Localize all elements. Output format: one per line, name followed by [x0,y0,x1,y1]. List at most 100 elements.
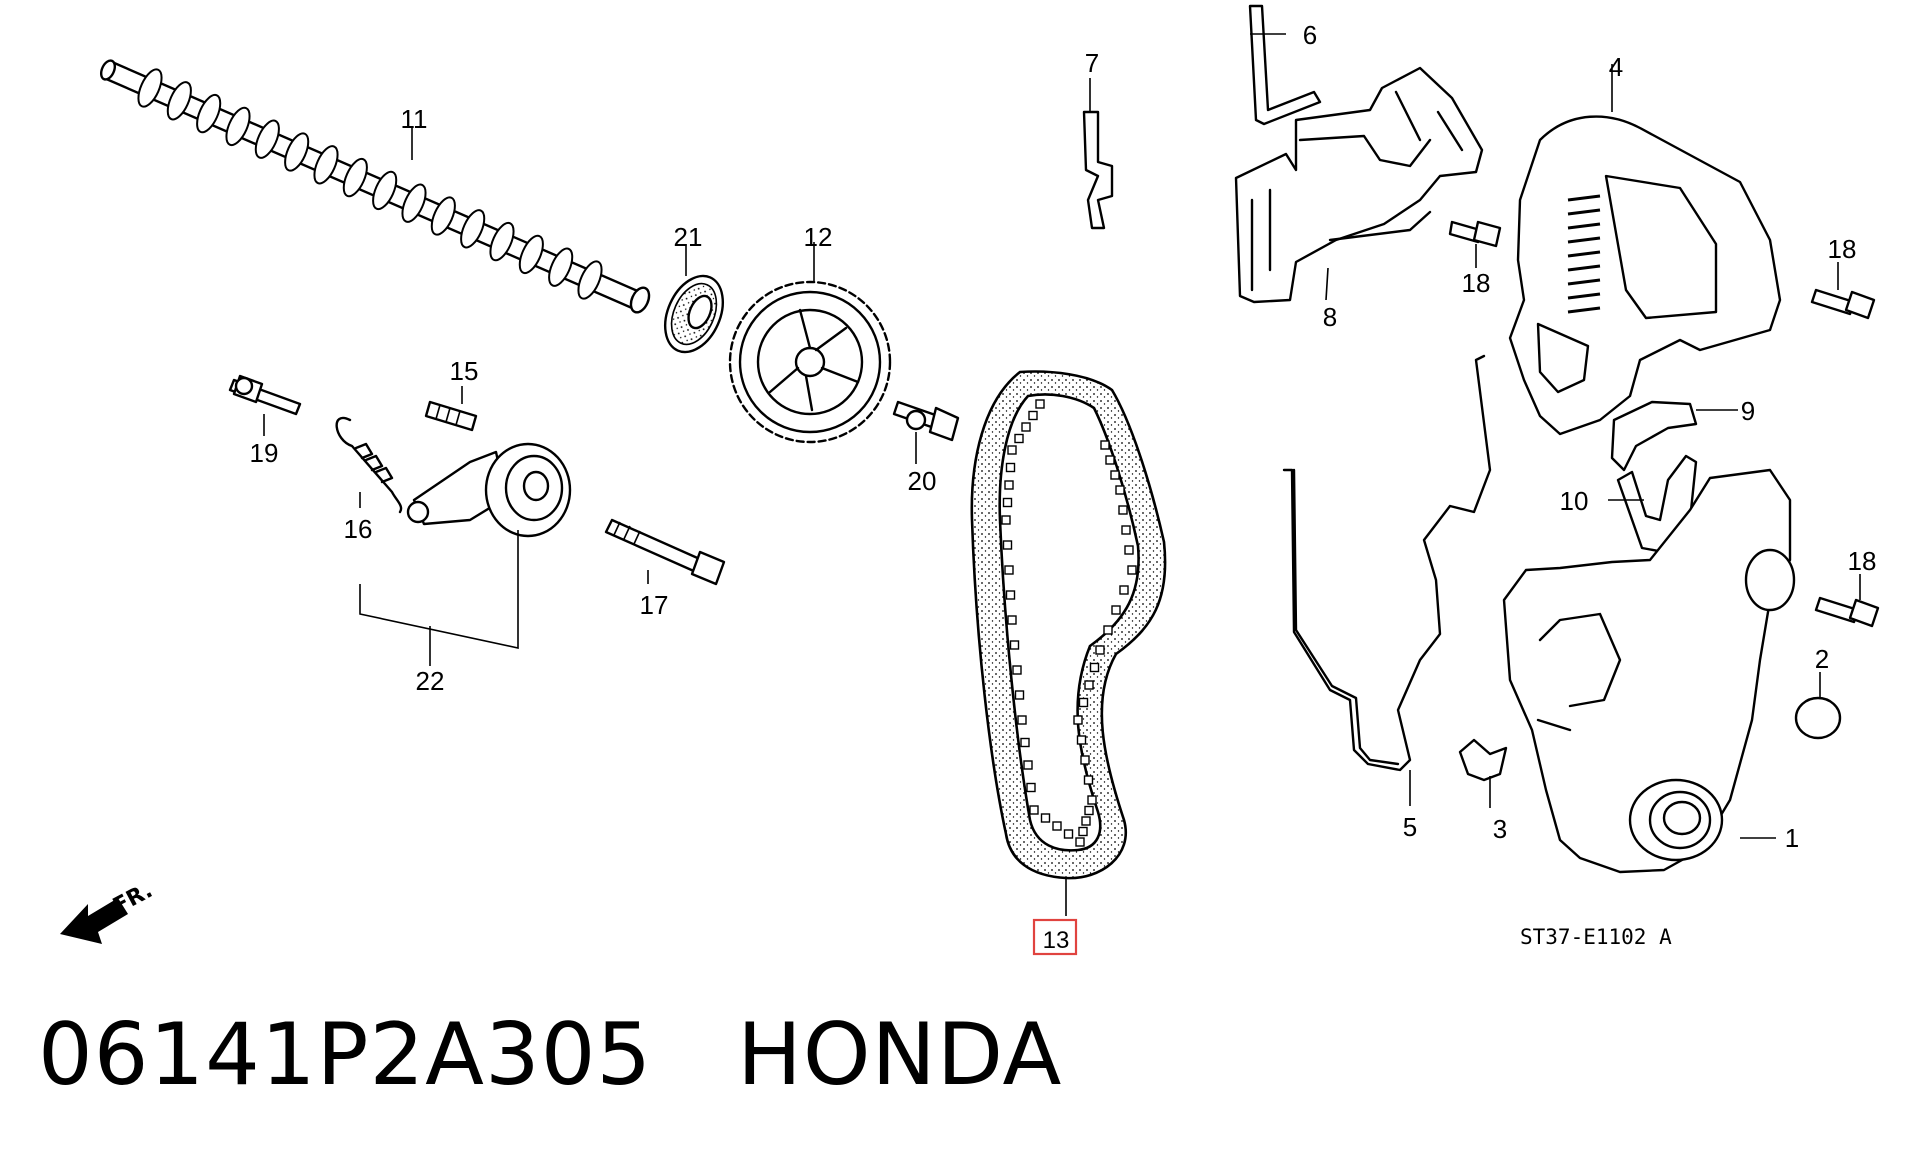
belt-tooth [1014,433,1024,444]
belt-tooth [1110,470,1120,480]
tensioner-spring [335,416,403,514]
belt-tooth [1084,680,1094,690]
clip-7 [1082,110,1114,230]
belt-tooth [1028,410,1038,421]
front-direction-arrow: FR. [60,878,157,944]
highlight-box-13 [1032,918,1078,956]
cover-rib [1567,250,1601,258]
cover-rib [1567,208,1601,216]
belt-tooth [1012,665,1022,675]
callout-3: 3 [1493,814,1507,844]
belt-tooth [1124,545,1134,555]
cam-lobe [342,157,368,198]
belt-tooth [1081,816,1091,826]
belt-tooth [1026,782,1036,793]
belt-tooth [1087,795,1097,805]
cover-gasket [1282,354,1492,772]
belt-tooth [1105,455,1115,465]
bolt-18-b [1810,288,1876,320]
callout-1: 1 [1785,823,1799,853]
cover-rib [1567,306,1601,314]
belt-tooth [1089,662,1100,673]
callout-4: 4 [1609,52,1623,82]
belt-tooth [1111,605,1121,615]
bolt-20 [892,400,960,442]
cam-lobe [518,234,544,275]
cam-lobe [430,196,456,236]
cam-lobe [548,247,574,287]
cam-lobe [577,260,603,300]
camshaft [99,59,651,314]
belt-tooth [1121,525,1131,535]
callout-12: 12 [804,222,833,252]
timing-belt-lower-cover [1502,468,1796,874]
cover-cap [1794,696,1842,740]
cover-rib [1567,194,1601,202]
cam-lobe [225,106,251,147]
belt-tooth [1002,497,1013,508]
belt-tooth [1017,715,1027,725]
belt-tooth [1004,480,1014,490]
belt-tooth [1073,715,1083,725]
belt-tooth [1001,515,1011,525]
timing-belt-upper-cover [1508,115,1782,436]
timing-belt-tensioner [406,442,572,538]
bolt-19 [228,374,302,416]
belt-tooth [1076,735,1087,745]
cover-rib [1567,264,1601,272]
callout-11: 11 [401,104,428,134]
callout-21: 21 [674,222,703,252]
belt-tooth [1023,760,1033,770]
bolt-18-a [1448,220,1502,248]
belt-tooth [1078,826,1088,837]
leader-lines [263,33,1861,916]
belt-tooth [1009,640,1020,650]
belt-tooth [1021,422,1031,432]
timing-belt [970,370,1167,880]
belt-tooth [1035,399,1045,409]
belt-tooth [1005,590,1016,600]
crankshaft-pulley-guide [1458,738,1508,782]
callout-6: 6 [1303,20,1317,50]
camshaft-pulley [728,280,892,444]
belt-tooth [1005,462,1016,473]
cam-lobe [401,183,427,223]
diagram-reference-code: ST37-E1102 A [1520,925,1672,949]
belt-tooth [1103,625,1113,635]
callout-numbers: 1 2 3 4 5 6 7 8 9 10 11 12 13 15 16 17 1… [250,20,1877,956]
belt-tooth [1095,645,1105,655]
camshaft-oil-seal [664,274,724,354]
callout-7: 7 [1085,48,1099,78]
seal-6 [1248,4,1322,126]
brand-name: HONDA [737,1005,1063,1105]
belt-tooth [1063,829,1074,839]
callout-10: 10 [1560,486,1589,516]
callout-18c: 18 [1848,546,1877,576]
timing-belt-back-cover [1234,66,1484,304]
belt-tooth [1100,440,1110,450]
callout-5: 5 [1403,812,1417,842]
callout-19: 19 [250,438,279,468]
cam-lobe [254,119,280,159]
belt-tooth [1040,813,1051,823]
callout-20: 20 [908,466,937,496]
belt-tooth [1007,445,1017,455]
cover-rib [1567,278,1601,286]
belt-tooth [1127,565,1137,575]
title-separator [652,1005,737,1105]
cam-lobe [460,209,486,249]
cam-lobe [489,221,515,262]
cam-lobe [166,81,192,121]
cover-rib [1567,236,1601,244]
callout-16: 16 [344,514,373,544]
belt-tooth [1002,540,1013,550]
callout-18a: 18 [1462,268,1491,298]
belt-tooth [1007,615,1017,625]
cover-rib [1567,292,1601,300]
cover-rib [1567,222,1601,230]
callout-18b: 18 [1828,234,1857,264]
cam-lobe [372,170,398,211]
callout-22: 22 [416,666,445,696]
belt-tooth [1078,697,1089,708]
